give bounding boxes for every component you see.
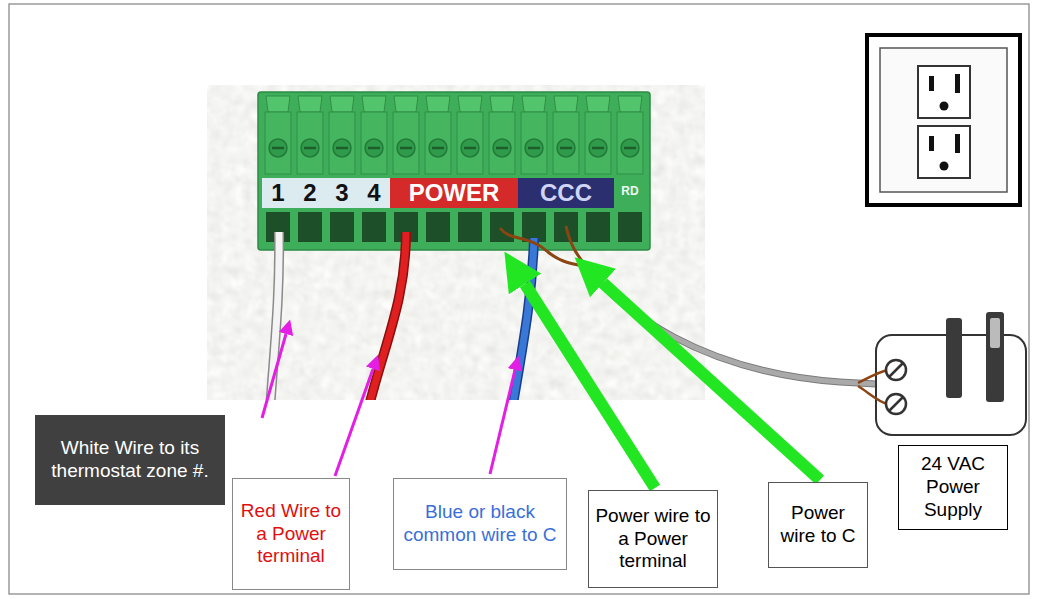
callout-box: Blue or black common wire to C	[393, 478, 567, 570]
terminal-group-label: RD	[615, 184, 645, 199]
terminal-number: 2	[296, 178, 324, 208]
callout-text: White Wire to its thermostat zone #.	[41, 437, 219, 483]
callout-text: 24 VAC Power Supply	[905, 453, 1001, 521]
callout-text: Power wire to a Power terminal	[595, 505, 711, 573]
terminal-number: 4	[360, 178, 388, 208]
wires	[270, 232, 534, 400]
power-wire	[566, 226, 586, 266]
callout-box: White Wire to its thermostat zone #.	[35, 415, 225, 505]
terminal-block	[258, 92, 650, 250]
callout-text: Red Wire to a Power terminal	[239, 500, 343, 568]
terminal-group-label: POWER	[392, 178, 516, 208]
callout-text: Blue or black common wire to C	[400, 501, 560, 547]
wall-outlet	[867, 35, 1020, 205]
power-supply-symbol	[858, 312, 1026, 435]
power-wire	[500, 228, 584, 266]
caption-box: 24 VAC Power Supply	[898, 445, 1008, 530]
callout-box: Power wire to C	[768, 482, 868, 568]
callout-text: Power wire to C	[775, 502, 861, 548]
callout-arrows	[262, 283, 820, 488]
frame	[9, 4, 1029, 594]
terminal-number: 3	[328, 178, 356, 208]
terminal-number: 1	[264, 178, 292, 208]
power-cable	[586, 266, 876, 384]
callout-box: Red Wire to a Power terminal	[232, 478, 350, 590]
callout-box: Power wire to a Power terminal	[588, 490, 718, 588]
terminal-group-label: CCC	[520, 178, 612, 208]
power-cable	[586, 266, 876, 384]
